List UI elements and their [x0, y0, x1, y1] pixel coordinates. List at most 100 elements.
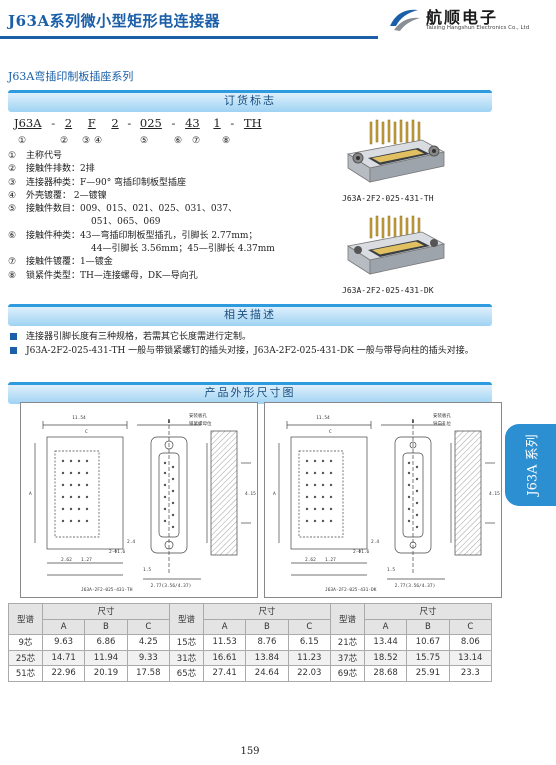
code-segment: TH [243, 116, 262, 130]
table-header: 型谱 [329, 603, 365, 635]
square-bullet-icon [10, 333, 17, 340]
table-header: 尺寸 [363, 603, 493, 620]
connector-th-photo [346, 119, 446, 183]
table-header: 尺寸 [202, 603, 331, 620]
dim-label: 2.62 [61, 557, 72, 563]
dim-label: 1.27 [81, 557, 92, 563]
code-segment: 025 [139, 116, 162, 130]
drawing-caption: J63A-2F2-025-431-DK [325, 587, 377, 593]
dim-note: 锁紧螺母位 [189, 420, 212, 427]
code-dash: - [171, 116, 176, 130]
table-header: 尺寸 [41, 603, 170, 620]
table-header: 型谱 [168, 603, 204, 635]
code-number: ⑦ [192, 136, 201, 146]
series-side-tab: J63A 系列 [505, 424, 556, 506]
code-dash: - [127, 116, 132, 130]
section-bar-order: 订货标志 [8, 90, 492, 112]
connector-dk-photo [346, 215, 446, 275]
dim-label: 1.27 [325, 557, 336, 563]
photo-caption-th: J63A-2F2-025-431-TH [342, 194, 434, 203]
hangshun-logo-icon [390, 9, 420, 31]
dim-label: C [329, 429, 332, 435]
code-segment: 43 [185, 116, 200, 130]
dim-label: 2.77(3.56/4.37) [151, 583, 192, 589]
logo-name: 航顺电子 [426, 8, 499, 27]
dim-label: 2.4 [127, 539, 135, 545]
logo-subtitle: Taixing Hangshun Electronics Co., Ltd [426, 25, 530, 31]
code-number: ① [18, 136, 27, 146]
description-list: 连接器引脚长度有三种规格，若需其它长度需进行定制。 J63A-2F2-025-4… [8, 330, 492, 358]
dim-label: 2.62 [305, 557, 316, 563]
dim-label: A [29, 491, 32, 497]
code-number: ⑧ [222, 136, 231, 146]
code-dash: - [230, 116, 235, 130]
drawing-caption: J63A-2F2-025-431-TH [81, 587, 133, 593]
dim-label: C [85, 429, 88, 435]
table-header-row: 型谱 尺寸 型谱 尺寸 型谱 尺寸 [8, 603, 493, 635]
photo-caption-dk: J63A-2F2-025-431-DK [342, 286, 434, 295]
code-segment: 1 [213, 116, 221, 130]
code-number: ④ [94, 136, 103, 146]
dim-note: 导向孔位 [433, 420, 451, 427]
dim-label: 4.15 [489, 491, 500, 497]
page-number: 159 [240, 746, 260, 757]
header-rule [0, 36, 378, 39]
description-item: J63A-2F2-025-431-TH 一般与带锁紧螺钉的插头对接，J63A-2… [8, 344, 492, 358]
page-header: J63A系列微小型矩形电连接器 航顺电子 Taixing Hangshun El… [0, 0, 556, 48]
order-code: J63A - 2 F 2 - 025 - 43 1 - TH [14, 116, 262, 130]
code-dash: - [51, 116, 56, 130]
code-number: ⑥ [174, 136, 183, 146]
spec-continuation: 051、065、069 [91, 217, 161, 228]
section-title: 产品外形尺寸图 [204, 386, 296, 399]
description-item: 连接器引脚长度有三种规格，若需其它长度需进行定制。 [8, 330, 492, 344]
dim-label: B [412, 419, 415, 425]
dim-label: 4.15 [245, 491, 256, 497]
code-segment: J63A [14, 116, 42, 130]
square-bullet-icon [10, 347, 17, 354]
table-header: 型谱 [8, 603, 43, 635]
dim-label: A [273, 491, 276, 497]
section-bar-description: 相关描述 [8, 304, 492, 326]
dim-label: 2.77(3.56/4.37) [395, 583, 436, 589]
page-title: J63A系列微小型矩形电连接器 [8, 12, 221, 30]
dim-note: 安装板孔 [189, 412, 207, 419]
dim-label: 11.54 [316, 415, 330, 421]
code-number: ② [60, 136, 69, 146]
company-logo: 航顺电子 Taixing Hangshun Electronics Co., L… [388, 2, 548, 38]
dim-label: 2-Φ1.6 [353, 549, 370, 555]
series-title: J63A弯插印制板插座系列 [8, 70, 134, 83]
dim-label: 2.4 [371, 539, 379, 545]
dim-label: B [168, 419, 171, 425]
dim-label: 11.54 [72, 415, 86, 421]
dim-label: 2-Φ1.6 [109, 549, 126, 555]
code-segment: 2 [64, 116, 73, 130]
dim-label: 1.5 [143, 567, 151, 573]
code-number: ③ [82, 136, 91, 146]
side-tab-label: J63A 系列 [525, 434, 540, 496]
dimension-drawing-th: 11.54 A C B 2.62 1.27 2.77(3.56/4.37) 2-… [20, 402, 258, 598]
code-number: ⑤ [140, 136, 149, 146]
spec-continuation: 44—引脚长 3.56mm；45—引脚长 4.37mm [91, 244, 275, 255]
section-title: 相关描述 [224, 308, 276, 321]
dim-label: 1.5 [387, 567, 395, 573]
code-segment: F [87, 116, 96, 130]
dim-note: 安装板孔 [433, 412, 451, 419]
code-segment: 2 [111, 116, 119, 130]
section-bar-dimensions: 产品外形尺寸图 [8, 382, 492, 404]
section-title: 订货标志 [224, 94, 276, 107]
dimension-drawing-dk: 11.54 A C B 2.62 1.27 2.77(3.56/4.37) 2-… [264, 402, 502, 598]
